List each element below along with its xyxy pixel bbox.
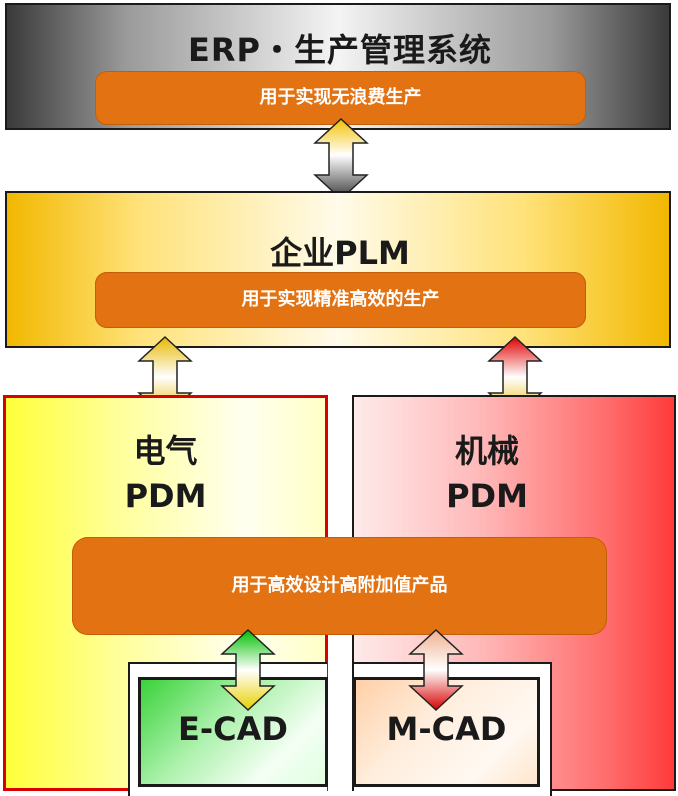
plm-note: 用于实现精准高效的生产 (95, 272, 586, 328)
erp-title: ERP・生产管理系统 (188, 31, 492, 69)
ecad-block: E-CAD (138, 677, 328, 787)
pdm-ecad-double-arrow-icon (220, 628, 276, 712)
pdm-mcad-double-arrow-icon (408, 628, 464, 712)
electric-pdm-title-line1: 电气 (133, 432, 198, 470)
erp-plm-double-arrow-icon (313, 117, 369, 201)
erp-note: 用于实现无浪费生产 (95, 71, 586, 125)
ecad-label: E-CAD (178, 710, 288, 748)
electric-pdm-title-line2: PDM (124, 477, 207, 515)
mechanical-pdm-title-line2: PDM (446, 477, 528, 515)
plm-title: 企业PLM (270, 234, 410, 272)
mechanical-pdm-title-line1: 机械 (454, 432, 519, 470)
mcad-label: M-CAD (386, 710, 507, 748)
pdm-shared-note: 用于高效设计高附加值产品 (72, 537, 607, 635)
